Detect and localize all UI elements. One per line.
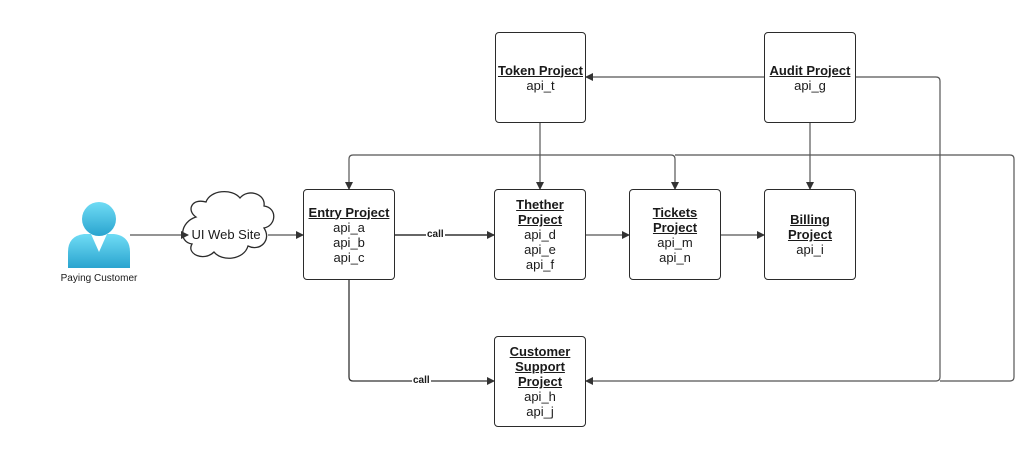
node-title: Thether Project — [516, 197, 564, 227]
node-api: api_n — [659, 249, 691, 265]
node-audit-project[interactable]: Audit Project api_g — [764, 32, 856, 123]
node-title: Tickets Project — [652, 204, 698, 235]
cloud-icon — [182, 191, 275, 259]
node-token-project[interactable]: Token Project api_t — [495, 32, 586, 123]
node-tickets-project[interactable]: Tickets Project api_m api_n — [629, 189, 721, 280]
edges — [130, 73, 1015, 385]
node-thether-project[interactable]: Thether Project api_d api_e api_f — [494, 189, 586, 280]
node-api: api_d — [524, 227, 556, 242]
node-billing-project[interactable]: Billing Project api_i — [764, 189, 856, 280]
node-customer-support-project[interactable]: Customer Support Project api_h api_j — [494, 336, 586, 427]
node-api: api_m — [657, 234, 693, 250]
node-title: Customer Support Project — [509, 344, 571, 389]
node-title: Billing Project — [787, 212, 833, 242]
edge-token-to-entry — [345, 154, 540, 190]
node-api: api_e — [524, 242, 556, 257]
node-title: Entry Project — [308, 204, 390, 220]
edge-entry-to-support — [348, 280, 495, 385]
website-label: UI Web Site — [191, 227, 261, 242]
customer-label: Paying Customer — [60, 273, 138, 284]
node-entry-project[interactable]: Entry Project api_a api_b api_c — [303, 189, 395, 280]
node-api: api_g — [794, 77, 826, 93]
node-api: api_a — [333, 219, 365, 235]
node-api: api_j — [526, 404, 554, 419]
node-title: Token Project — [497, 62, 583, 78]
node-api: api_b — [333, 234, 365, 250]
node-api: api_t — [526, 77, 555, 93]
node-api: api_f — [525, 257, 555, 272]
edge-audit-to-support — [585, 76, 941, 385]
edge-token-to-tickets — [540, 154, 679, 190]
node-api: api_c — [333, 249, 365, 265]
edge-token-to-support — [675, 154, 1015, 382]
person-icon — [68, 202, 130, 268]
edge-label-entry-thether: call — [426, 229, 445, 240]
node-api: api_i — [796, 242, 824, 257]
node-title: Audit Project — [769, 62, 851, 78]
edge-label-entry-support: call — [412, 375, 431, 386]
node-api: api_h — [524, 389, 556, 404]
